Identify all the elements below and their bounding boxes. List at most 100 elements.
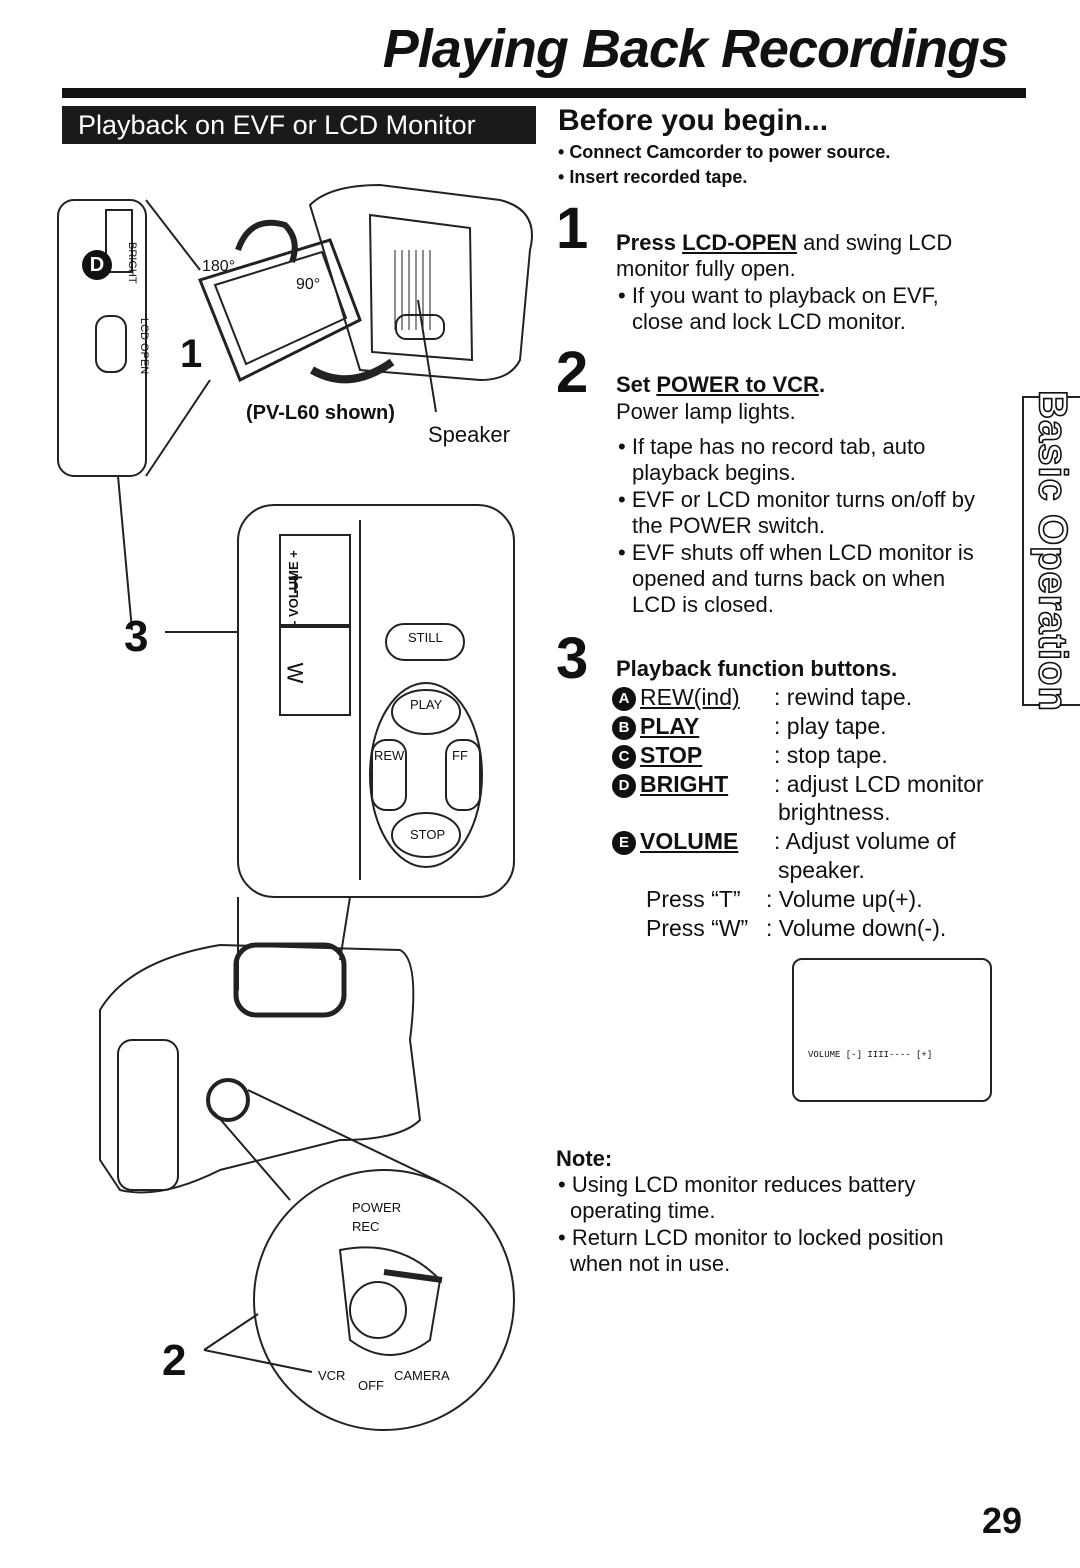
section-banner: Playback on EVF or LCD Monitor <box>62 106 536 144</box>
function-desc: : play tape. <box>774 713 887 739</box>
step2-bullet-cont: LCD is closed. <box>632 592 774 617</box>
power-to-vcr-ref: POWER to VCR <box>656 372 819 397</box>
before-item: Insert recorded tape. <box>558 167 747 188</box>
step2-line1: Set POWER to VCR. <box>616 372 825 398</box>
step-number: 1 <box>556 196 589 261</box>
page-number: 29 <box>981 1500 1022 1541</box>
function-desc: : adjust LCD monitor <box>774 771 984 797</box>
rew-label: REW <box>374 748 405 763</box>
transport-buttons <box>369 682 483 868</box>
power-switch-inset <box>253 1169 515 1431</box>
step1-line2: monitor fully open. <box>616 256 796 281</box>
rec-label: REC <box>352 1219 380 1234</box>
power-label: POWER <box>352 1200 402 1215</box>
before-heading: Before you begin... <box>558 104 829 137</box>
camera-label: CAMERA <box>394 1368 450 1383</box>
function-desc: : rewind tape. <box>774 684 913 710</box>
play-label: PLAY <box>410 697 443 712</box>
stop-button <box>391 812 461 858</box>
camcorder-lower-body <box>99 943 422 1194</box>
camcorder-body <box>308 183 533 382</box>
function-name: BRIGHT <box>640 771 729 797</box>
step1-line1: Press LCD-OPEN and swing LCD <box>616 230 952 256</box>
function-name: PLAY <box>640 713 700 739</box>
bright-control <box>105 209 133 273</box>
swing-arrow-icon <box>309 358 395 384</box>
volume-osd-text: VOLUME [-] IIII---- [+] <box>808 1050 933 1060</box>
angle-90-label: 90° <box>296 276 321 293</box>
function-desc: : Adjust volume of <box>774 828 956 854</box>
lcd-open-label: LCD OPEN <box>138 318 150 375</box>
side-tab-label: Basic Operation <box>1030 389 1076 712</box>
rotate-arrow-icon <box>235 219 298 264</box>
bright-label: BRIGHT <box>126 242 138 284</box>
rew-button <box>371 739 407 811</box>
function-name: VOLUME <box>640 828 739 854</box>
stop-label: STOP <box>410 827 446 842</box>
step2-bullet-cont: opened and turns back on when <box>632 566 946 591</box>
camcorder-illustration <box>57 183 533 1431</box>
letter-badge: E <box>612 831 636 855</box>
step2-bullet: EVF or LCD monitor turns on/off by <box>618 487 975 513</box>
function-desc-cont: speaker. <box>778 857 865 883</box>
highlight-ring <box>233 942 347 1018</box>
step1-bullet: If you want to playback on EVF, <box>618 283 939 309</box>
step-number: 2 <box>556 340 589 405</box>
note-item-cont: operating time. <box>570 1198 716 1223</box>
t-key-label: T <box>288 572 303 599</box>
press-w-desc: : Volume down(-). <box>766 915 947 941</box>
press-t-label: Press “T” <box>646 886 741 912</box>
ff-label: FF <box>452 748 468 763</box>
step-number: 3 <box>556 626 589 691</box>
before-item: Connect Camcorder to power source. <box>558 142 890 163</box>
note-item-cont: when not in use. <box>570 1251 731 1276</box>
control-panel-inset <box>237 504 515 898</box>
note-heading: Note: <box>556 1146 613 1171</box>
off-label: OFF <box>358 1378 384 1393</box>
still-label: STILL <box>408 630 443 645</box>
volume-t-key <box>279 534 351 626</box>
step2-line2: Power lamp lights. <box>616 399 796 424</box>
letter-badge: D <box>612 774 636 798</box>
power-switch-ring <box>206 1078 250 1122</box>
model-shown-label: (PV-L60 shown) <box>246 402 395 424</box>
callout-d-badge: D <box>82 250 112 280</box>
function-desc: : stop tape. <box>774 742 888 768</box>
angle-180-label: 180° <box>202 258 236 275</box>
side-tab: Basic Operation <box>1022 389 1080 713</box>
press-w-label: Press “W” <box>646 915 749 941</box>
lcd-monitor <box>198 238 362 383</box>
note-item: Using LCD monitor reduces battery <box>558 1172 916 1198</box>
callout-1: 1 <box>180 332 203 376</box>
step2-bullet-cont: the POWER switch. <box>632 513 826 538</box>
title-rule <box>62 88 1026 98</box>
function-desc-cont: brightness. <box>778 799 891 825</box>
step2-set: Set <box>616 372 651 397</box>
letter-badge: A <box>612 687 636 711</box>
press-t-desc: : Volume up(+). <box>766 886 923 912</box>
letter-badge: B <box>612 716 636 740</box>
step1-bullet-cont: close and lock LCD monitor. <box>632 309 906 334</box>
step1-press: Press <box>616 230 676 255</box>
lcd-open-ref: LCD-OPEN <box>682 230 797 255</box>
ff-button <box>445 739 481 811</box>
side-panel-inset <box>57 199 147 477</box>
step2-bullet: EVF shuts off when LCD monitor is <box>618 540 974 566</box>
note-item: Return LCD monitor to locked position <box>558 1225 944 1251</box>
step2-bullet: If tape has no record tab, auto <box>618 434 926 460</box>
lcd-open-button <box>95 315 127 373</box>
letter-badge: C <box>612 745 636 769</box>
still-button <box>385 623 465 661</box>
volume-display-box: VOLUME [-] IIII---- [+] <box>792 958 992 1102</box>
step3-heading: Playback function buttons. <box>616 656 898 681</box>
vcr-label: VCR <box>318 1368 346 1383</box>
callout-3: 3 <box>124 612 149 661</box>
page-title: Playing Back Recordings <box>382 19 1009 79</box>
step2-bullet-cont: playback begins. <box>632 460 796 485</box>
speaker-label: Speaker <box>428 422 510 447</box>
